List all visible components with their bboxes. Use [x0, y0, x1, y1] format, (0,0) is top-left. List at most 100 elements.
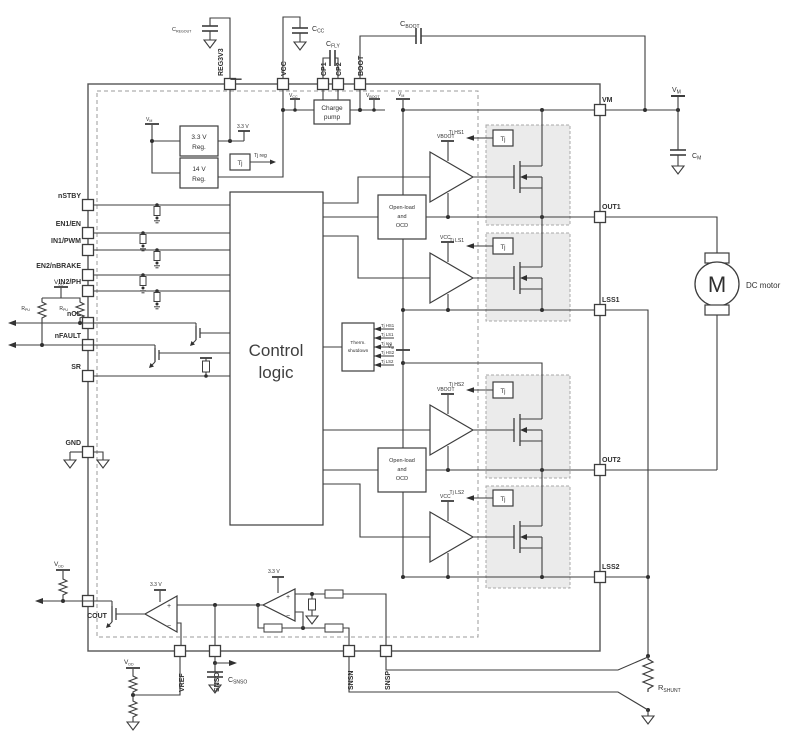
pin-snso-label: SNSO — [214, 672, 221, 692]
pin-en2 — [81, 268, 95, 282]
ls1-vcc-label: VCC — [440, 235, 451, 241]
svg-text:Open-load: Open-load — [389, 205, 415, 211]
pin-lss2 — [593, 570, 607, 584]
vboot-tap-label: VBOOT — [366, 93, 380, 99]
pin-in2-label: IN2/PH — [58, 279, 81, 286]
pin-nstby — [81, 198, 95, 212]
pin-en1-label: EN1/EN — [56, 221, 81, 228]
rshunt-resistor — [641, 656, 655, 692]
therm-in-hs2: Tj HS2 — [381, 350, 395, 355]
hs1-gate-driver — [429, 151, 474, 203]
pin-in1-label: IN1/PWM — [51, 238, 81, 245]
vm-external: VM CM — [606, 87, 701, 175]
pin-nstby-label: nSTBY — [58, 193, 81, 200]
tj-ls2-sensor — [492, 489, 514, 507]
current-comparator — [143, 594, 178, 634]
pin-snso — [208, 644, 222, 658]
amp-v33-label: 3.3 V — [268, 569, 280, 575]
hs1-vboot-label: VBOOT — [437, 134, 455, 140]
pin-lss2-label: LSS2 — [602, 564, 620, 571]
charge-pump-area: Charge pump VCC VBOOT — [218, 78, 385, 178]
vdd-pullup-label: VDD — [54, 279, 64, 287]
logic-section-dashed-box — [96, 90, 479, 638]
regulator-section: VM 3.3 V Reg. 14 V Reg. 3.3 V Tj reg — [145, 90, 276, 189]
charge-pump-block — [313, 99, 351, 125]
sr-row — [94, 357, 230, 378]
sense-amplifier — [261, 588, 296, 622]
pin-out2-label: OUT2 — [602, 457, 621, 464]
tj-ls2-signal: Tj LS2 — [450, 490, 465, 496]
pin-out1 — [593, 210, 607, 224]
svg-text:and: and — [397, 214, 406, 220]
bridge1: Open-load and OCD VBOOT Tj HS1 VCC Tj LS… — [323, 129, 594, 312]
tj-ls1-signal: Tj LS1 — [450, 238, 465, 244]
shunt-circuit: RSHUNT — [348, 309, 681, 725]
hs2-vboot-label: VBOOT — [437, 387, 455, 393]
pin-cp1 — [316, 77, 330, 91]
pin-gnd-label: GND — [65, 440, 81, 447]
v33-rail-label: 3.3 V — [237, 124, 249, 130]
bottom-pins: VREF SNSO SNSN SNSP — [173, 644, 393, 692]
ccc-capacitor: CCC — [282, 16, 325, 78]
cfly-label: CFLY — [326, 41, 341, 50]
cm-label: CM — [692, 153, 701, 162]
pin-snsp — [379, 644, 393, 658]
pin-vref-label: VREF — [179, 673, 186, 692]
logic-input-rows — [94, 203, 230, 309]
motor-m-text: M — [708, 272, 726, 297]
tj-reg-sensor: Tj reg — [229, 153, 276, 171]
pin-nol-label: nOL — [67, 311, 82, 318]
sense-amplifier-section: + − 3.3 V — [257, 569, 387, 645]
therm-shutdown-block — [341, 322, 375, 372]
amp-minus: − — [286, 613, 290, 620]
top-pins: REG3V3 VCC CP1 CP2 BOOT — [218, 48, 367, 91]
snso-external: CSNSO — [206, 605, 247, 694]
gnd-connections — [63, 451, 110, 469]
control-logic-block — [229, 191, 324, 526]
pin-lss1-label: LSS1 — [602, 297, 620, 304]
reg-14v-block — [179, 157, 219, 189]
pin-cp1-label: CP1 — [321, 62, 328, 76]
ls1-gate-driver — [429, 252, 474, 304]
rpu1-label: RPU — [21, 306, 30, 312]
cout-vdd-label: VDD — [54, 561, 64, 569]
pin-snsn — [342, 644, 356, 658]
reg-3v3-block — [179, 125, 219, 157]
pin-in2 — [81, 284, 95, 298]
pin-cp2 — [331, 77, 345, 91]
cregout-label: CREGOUT — [172, 27, 192, 34]
vref-divider: VDD — [124, 657, 181, 731]
therm-in-hs1: Tj HS1 — [381, 323, 395, 328]
svg-text:Reg.: Reg. — [192, 176, 206, 183]
svg-text:and: and — [397, 467, 406, 473]
pin-cout-label: COUT — [87, 613, 108, 620]
pin-vcc — [276, 77, 290, 91]
cout-transistor — [106, 601, 145, 628]
vref-vdd-label: VDD — [124, 659, 134, 667]
dc-motor-circuit: M DC motor — [606, 216, 781, 471]
svg-text:pump: pump — [324, 114, 341, 121]
pin-nfault-label: nFAULT — [55, 333, 82, 340]
svg-text:14 V: 14 V — [192, 166, 206, 173]
vm-rail: VM VM — [388, 92, 594, 577]
dc-motor-label: DC motor — [746, 281, 781, 290]
pin-in1 — [81, 243, 95, 257]
pin-sr — [81, 369, 95, 383]
therm-in-ls1: Tj LS1 — [381, 332, 394, 337]
openload-ocd1-block — [377, 194, 427, 240]
pin-vcc-label: VCC — [281, 61, 288, 76]
current-comparator-section: VDD + − 3.3 V — [35, 561, 263, 645]
pin-en2-label: EN2/nBRAKE — [36, 263, 81, 270]
hs2-gate-driver — [429, 404, 474, 456]
pin-cp2-label: CP2 — [336, 62, 343, 76]
pin-lss1 — [593, 303, 607, 317]
svg-text:OCD: OCD — [396, 223, 408, 229]
pin-out1-label: OUT1 — [602, 204, 621, 211]
rpu2-label: RPU — [59, 306, 68, 312]
vm-supply-label: VM — [672, 87, 681, 96]
pin-vm-label: VM — [602, 97, 613, 104]
svg-text:Reg.: Reg. — [192, 144, 206, 151]
svg-text:Open-load: Open-load — [389, 458, 415, 464]
nol-transistor — [190, 323, 230, 346]
